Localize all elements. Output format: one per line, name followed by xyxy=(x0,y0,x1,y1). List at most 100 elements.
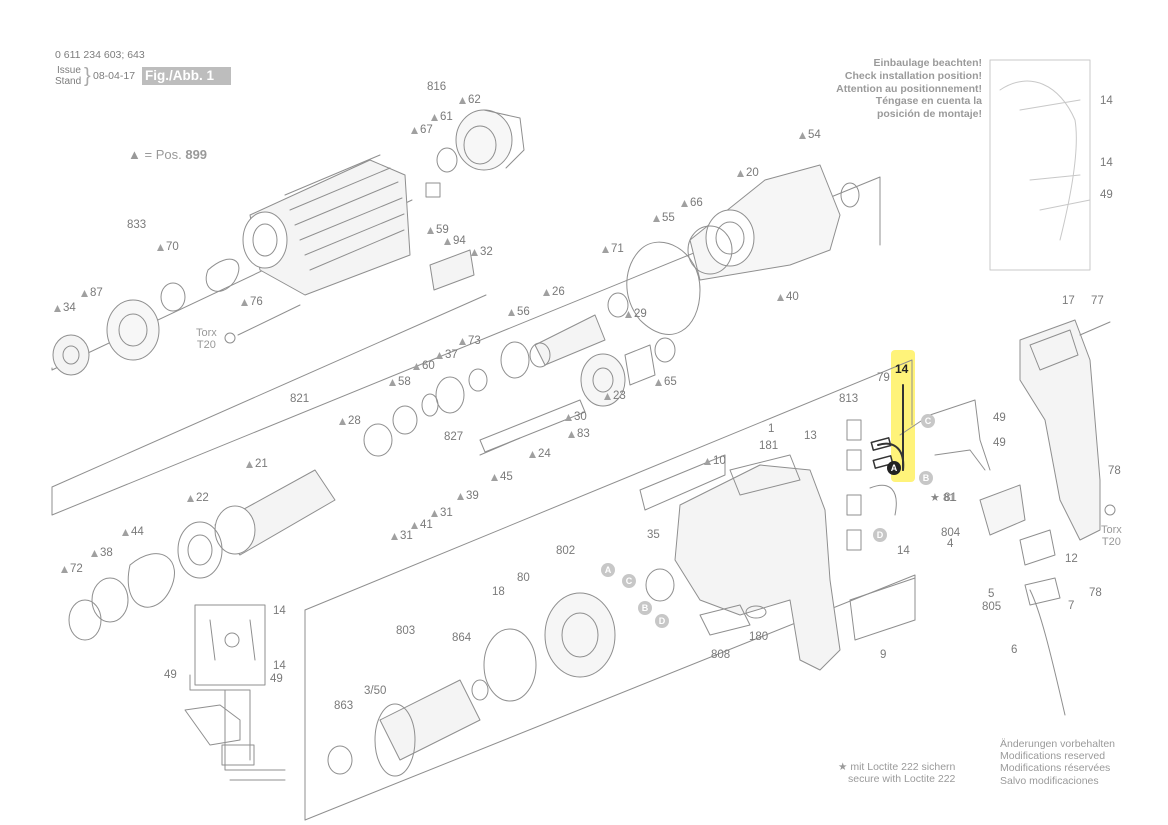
connector-d: D xyxy=(873,528,887,542)
part-label-49: 49 xyxy=(1100,189,1113,201)
issue-label: Issue xyxy=(57,65,81,76)
connector-a: A xyxy=(601,563,615,577)
part-label-73: 73 xyxy=(468,335,481,347)
part-label-67: 67 xyxy=(420,124,433,136)
part-label-39: 39 xyxy=(466,490,479,502)
triangle-icon xyxy=(246,461,253,468)
part-label-30: 30 xyxy=(574,411,587,423)
ring-65 xyxy=(654,337,676,363)
part-label-180: 180 xyxy=(749,631,769,643)
note-line: Einbaulage beachten! xyxy=(873,57,982,69)
part-label-81: 81 xyxy=(944,492,957,504)
label-10 xyxy=(639,454,726,511)
note-line: posición de montaje! xyxy=(876,108,982,121)
part-label-76: 76 xyxy=(250,296,263,308)
triangle-icon: ▲ xyxy=(128,147,141,162)
part-label-5: 5 xyxy=(988,588,995,600)
group-frame-mid xyxy=(51,176,881,516)
gear-22 xyxy=(177,521,223,579)
part-label-808: 808 xyxy=(711,649,731,661)
part-808 xyxy=(699,604,751,636)
loctite-line-1: mit Loctite 222 sichern xyxy=(850,761,956,773)
part-label-6: 6 xyxy=(1011,644,1018,656)
part-label-803: 803 xyxy=(396,625,416,637)
footer-line: Modifications réservées xyxy=(1000,762,1111,775)
connector-c: C xyxy=(921,414,935,428)
part-label-58: 58 xyxy=(398,376,411,388)
note-line: Attention au positionnement! xyxy=(836,82,982,95)
part-label-17: 17 xyxy=(1062,295,1075,307)
marker-layer xyxy=(54,97,806,573)
triangle-icon xyxy=(241,299,248,306)
part-label-20: 20 xyxy=(746,167,759,179)
intermediate-flange-20 xyxy=(687,164,841,281)
fan-3-50 xyxy=(374,703,416,777)
part-label-78: 78 xyxy=(1089,587,1102,599)
bearing-35 xyxy=(645,568,675,602)
triangle-icon xyxy=(568,431,575,438)
part-number: 81 xyxy=(942,492,956,504)
triangle-icon xyxy=(91,550,98,557)
star-icon: ★ xyxy=(930,492,940,504)
triangle-icon xyxy=(491,474,498,481)
bearing-863 xyxy=(327,745,353,775)
issue-date: 08-04-17 xyxy=(93,70,136,82)
torx-text: Torx xyxy=(196,327,217,339)
part-67 xyxy=(425,182,441,198)
part-label-181: 181 xyxy=(759,440,779,452)
part-label-45: 45 xyxy=(500,471,513,483)
triangle-icon xyxy=(444,238,451,245)
triangle-icon xyxy=(431,114,438,121)
part-label-80: 80 xyxy=(517,572,530,584)
loctite-star-81: ★ 81 xyxy=(930,493,955,504)
gasket-55 xyxy=(626,241,701,335)
part-label-26: 26 xyxy=(552,286,565,298)
handle-17 xyxy=(1019,319,1101,541)
triangle-icon xyxy=(61,566,68,573)
installation-note: Einbaulage beachten! Check installation … xyxy=(836,57,982,121)
doc-number: 0 611 234 603; 643 xyxy=(55,49,145,61)
ring-827 xyxy=(435,376,465,414)
part-32 xyxy=(429,249,475,291)
shaft-24 xyxy=(479,399,586,453)
triangle-icon xyxy=(625,311,632,318)
part-label-14: 14 xyxy=(273,660,286,672)
part-label-813: 813 xyxy=(839,393,859,405)
pos-legend-number: 899 xyxy=(185,147,208,162)
group-frame-low xyxy=(304,359,913,821)
triangle-icon xyxy=(777,294,784,301)
cable-49-top xyxy=(899,399,991,471)
part-56 xyxy=(500,341,530,379)
cap-34 xyxy=(52,334,90,376)
part-label-827: 827 xyxy=(444,431,464,443)
part-label-804: 804 xyxy=(941,527,961,539)
torx-label-right: Torx T20 xyxy=(1101,524,1122,548)
star-icon: ★ xyxy=(838,761,848,773)
part-label-94: 94 xyxy=(453,235,466,247)
connector-b: B xyxy=(919,471,933,485)
footer-line: Änderungen vorbehalten xyxy=(1000,738,1116,750)
piston-26 xyxy=(534,314,606,366)
highlighted-part-label: 14 xyxy=(895,362,909,376)
triangle-icon xyxy=(389,379,396,386)
part-label-14: 14 xyxy=(1100,157,1113,169)
part-label-62: 62 xyxy=(468,94,481,106)
part-180 xyxy=(745,605,767,619)
part-label-18: 18 xyxy=(492,586,505,598)
footer-line: Salvo modificaciones xyxy=(1000,774,1099,787)
note-line: Téngase en cuenta la xyxy=(875,95,982,108)
part-label-61: 61 xyxy=(440,111,453,123)
triangle-icon xyxy=(655,379,662,386)
part-label-55: 55 xyxy=(662,212,675,224)
wire-14-highlighted xyxy=(870,384,905,471)
triangle-icon xyxy=(187,495,194,502)
torx-size: T20 xyxy=(1101,536,1121,548)
triangle-icon xyxy=(799,132,806,139)
part-label-9: 9 xyxy=(880,649,887,661)
ring-72 xyxy=(68,599,102,641)
triangle-icon xyxy=(431,510,438,517)
connector-b: B xyxy=(638,601,652,615)
part-label-31: 31 xyxy=(400,530,413,542)
triangle-icon xyxy=(411,127,418,134)
part-label-14: 14 xyxy=(1100,95,1113,107)
